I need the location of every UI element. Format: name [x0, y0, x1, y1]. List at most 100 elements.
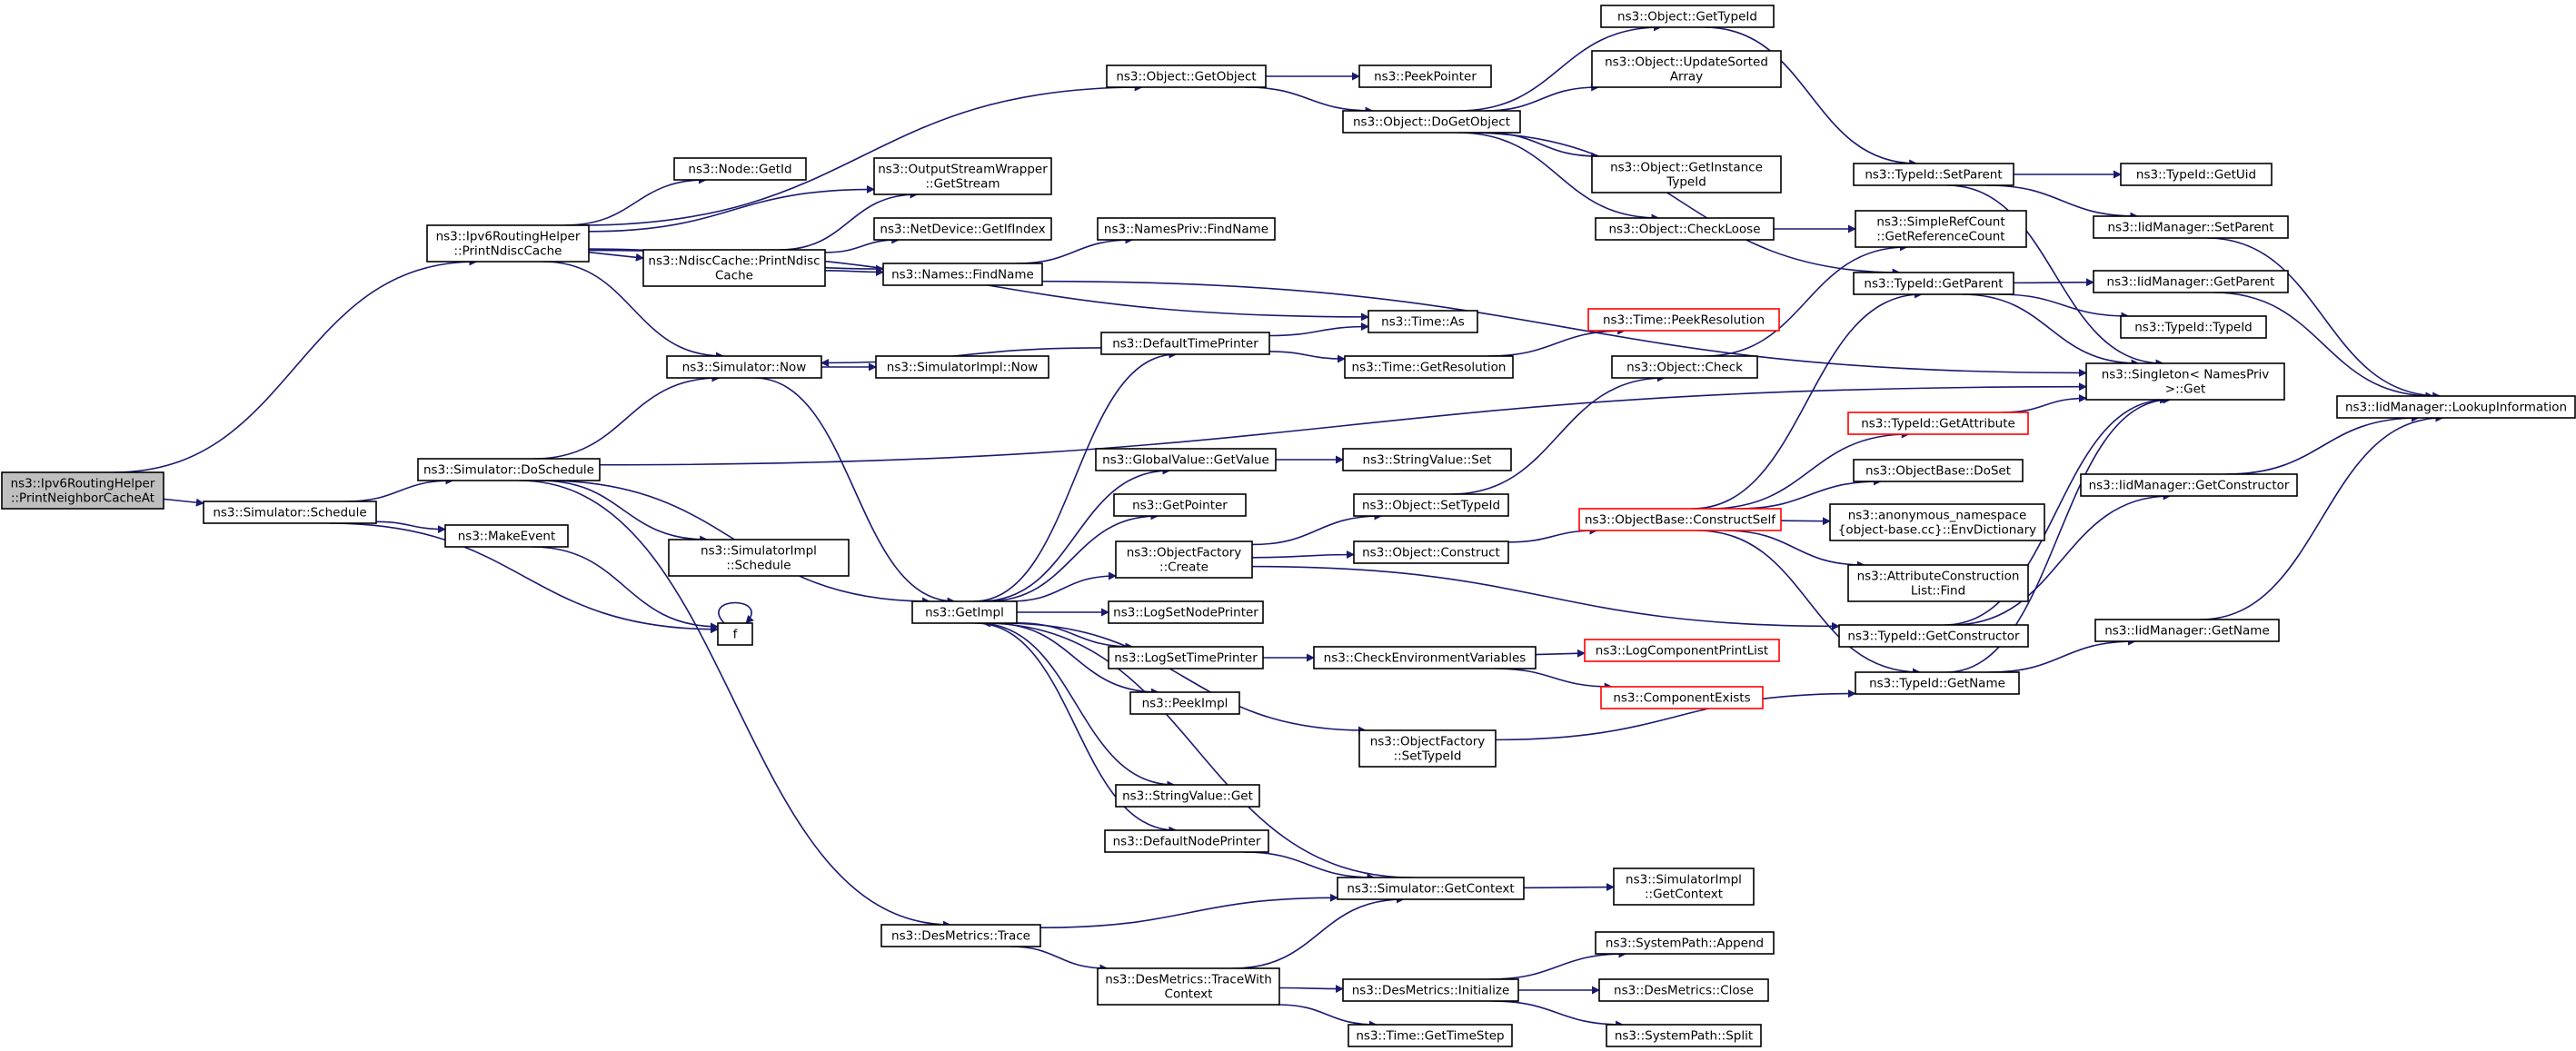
node-getPointer[interactable]: ns3::GetPointer [1113, 493, 1247, 517]
node-objBaseDoSet[interactable]: ns3::ObjectBase::DoSet [1853, 459, 2024, 482]
node-tidSetParent[interactable]: ns3::TypeId::SetParent [1853, 163, 2014, 186]
node-objCheck[interactable]: ns3::Object::Check [1611, 355, 1758, 379]
node-iidGetParent[interactable]: ns3::IidManager::GetParent [2093, 270, 2289, 293]
node-peekImpl[interactable]: ns3::PeekImpl [1129, 691, 1240, 715]
node-getObject[interactable]: ns3::Object::GetObject [1106, 64, 1267, 88]
node-box [1368, 310, 1478, 333]
node-logSetTime[interactable]: ns3::LogSetTimePrinter [1108, 646, 1264, 669]
node-anonEnv[interactable]: ns3::anonymous_namespace{object-base.cc}… [1829, 503, 2045, 541]
node-logCompPrint[interactable]: ns3::LogComponentPrintList [1584, 639, 1780, 662]
node-checkEnv[interactable]: ns3::CheckEnvironmentVariables [1313, 646, 1537, 669]
node-compExists[interactable]: ns3::ComponentExists [1600, 686, 1764, 709]
node-box [1108, 646, 1264, 669]
node-sysPathAppend[interactable]: ns3::SystemPath::Append [1595, 931, 1775, 955]
node-root[interactable]: ns3::Ipv6RoutingHelper::PrintNeighborCac… [1, 471, 164, 510]
node-getImpl[interactable]: ns3::GetImpl [911, 600, 1018, 624]
node-nodeGetId[interactable]: ns3::Node::GetId [673, 157, 807, 181]
node-logSetNode[interactable]: ns3::LogSetNodePrinter [1108, 600, 1264, 624]
call-edge-tidGetCons-to-iidGetCons [1952, 491, 2172, 626]
node-gvGetValue[interactable]: ns3::GlobalValue::GetValue [1095, 448, 1277, 471]
node-tidGetUid[interactable]: ns3::TypeId::GetUid [2120, 163, 2273, 186]
node-objSetTypeId[interactable]: ns3::Object::SetTypeId [1353, 493, 1509, 517]
node-iidGetCons[interactable]: ns3::IidManager::GetConstructor [2080, 473, 2298, 497]
node-ofSetTypeId[interactable]: ns3::ObjectFactory::SetTypeId [1358, 729, 1497, 768]
node-netDevIf[interactable]: ns3::NetDevice::GetIfIndex [873, 217, 1052, 241]
call-edge-iidGetParent-to-iidLookup [2213, 292, 2434, 401]
node-objGetTypeId[interactable]: ns3::Object::GetTypeId [1600, 5, 1775, 28]
node-box [1342, 448, 1512, 471]
node-label: {object-base.cc}::EnvDictionary [1838, 522, 2036, 537]
node-singletonGet[interactable]: ns3::Singleton< NamesPriv >::Get [2085, 362, 2285, 401]
node-box [911, 600, 1018, 624]
node-label: ns3::SystemPath::Append [1606, 936, 1764, 950]
call-edge-tidGetParent-to-tidTypeId [1998, 293, 2130, 321]
node-label: Cache [715, 268, 753, 283]
node-objBaseCS[interactable]: ns3::ObjectBase::ConstructSelf [1578, 508, 1782, 531]
call-edge-getImpl-to-strGet [978, 622, 1176, 789]
node-ndiscPrint[interactable]: ns3::NdiscCache::PrintNdiscCache [642, 249, 826, 287]
node-tidGetParent[interactable]: ns3::TypeId::GetParent [1853, 272, 2014, 295]
node-tidGetCons[interactable]: ns3::TypeId::GetConstructor [1838, 624, 2029, 648]
node-timeAs[interactable]: ns3::Time::As [1368, 310, 1478, 333]
node-timeGetRes[interactable]: ns3::Time::GetResolution [1344, 355, 1514, 379]
node-label: ns3::Object::SetTypeId [1362, 498, 1500, 512]
node-simNow[interactable]: ns3::Simulator::Now [666, 355, 822, 379]
node-ofCreate[interactable]: ns3::ObjectFactory::Create [1115, 540, 1253, 579]
node-box [2093, 270, 2289, 293]
node-desInit[interactable]: ns3::DesMetrics::Initialize [1342, 978, 1519, 1002]
node-simGetCtx[interactable]: ns3::Simulator::GetContext [1337, 877, 1525, 900]
node-defTimePrinter[interactable]: ns3::DefaultTimePrinter [1100, 332, 1270, 355]
node-objCheckLoose[interactable]: ns3::Object::CheckLoose [1595, 217, 1775, 241]
node-namesPrivFind[interactable]: ns3::NamesPriv::FindName [1097, 217, 1276, 241]
node-tidGetAttr[interactable]: ns3::TypeId::GetAttribute [1847, 411, 2029, 435]
node-namesFind[interactable]: ns3::Names::FindName [882, 263, 1043, 286]
node-label: ::SetTypeId [1394, 749, 1462, 763]
node-label: ns3::GetPointer [1132, 498, 1228, 512]
node-peekPointer[interactable]: ns3::PeekPointer [1358, 64, 1492, 88]
node-strGet[interactable]: ns3::StringValue::Get [1115, 784, 1260, 808]
node-simImplSchedule[interactable]: ns3::SimulatorImpl::Schedule [668, 539, 850, 577]
node-doGetObject[interactable]: ns3::Object::DoGetObject [1342, 110, 1521, 134]
node-label: ns3::TypeId::SetParent [1865, 167, 2002, 182]
node-sysPathSplit[interactable]: ns3::SystemPath::Split [1606, 1024, 1762, 1047]
node-simImplGetCtx[interactable]: ns3::SimulatorImpl::GetContext [1613, 868, 1755, 906]
node-schedule[interactable]: ns3::Simulator::Schedule [203, 501, 377, 524]
node-desTrace[interactable]: ns3::DesMetrics::Trace [880, 924, 1041, 947]
node-label: ns3::IidManager::GetName [2104, 623, 2270, 638]
node-doSchedule[interactable]: ns3::Simulator::DoSchedule [417, 458, 601, 481]
node-label: ns3::LogComponentPrintList [1596, 643, 1768, 658]
node-f[interactable]: f [717, 622, 753, 646]
node-objConstruct[interactable]: ns3::Object::Construct [1353, 540, 1509, 564]
node-label: ns3::Time::GetResolution [1351, 360, 1506, 374]
node-label: ns3::SimulatorImpl [701, 543, 817, 558]
node-defNodePrinter[interactable]: ns3::DefaultNodePrinter [1104, 829, 1269, 853]
call-edge-root-to-printNdisc [114, 257, 478, 473]
call-edge-desTrace-to-desTraceCtx [1010, 946, 1109, 973]
node-iidSetParent[interactable]: ns3::IidManager::SetParent [2093, 215, 2289, 239]
node-box [2120, 315, 2267, 339]
node-srcGetRef[interactable]: ns3::SimpleRefCount::GetReferenceCount [1855, 210, 2027, 248]
node-strSet[interactable]: ns3::StringValue::Set [1342, 448, 1512, 471]
call-edge-checkEnv-to-logCompPrint [1535, 649, 1586, 658]
node-makeEvent[interactable]: ns3::MakeEvent [444, 524, 569, 548]
node-tidGetName[interactable]: ns3::TypeId::GetName [1855, 671, 2020, 695]
node-desClose[interactable]: ns3::DesMetrics::Close [1598, 978, 1769, 1002]
node-label: ::GetReferenceCount [1876, 229, 2004, 243]
node-timeGetStep[interactable]: ns3::Time::GetTimeStep [1348, 1024, 1513, 1047]
node-printNdisc[interactable]: ns3::Ipv6RoutingHelper::PrintNdiscCache [426, 224, 590, 263]
node-iidGetName[interactable]: ns3::IidManager::GetName [2094, 619, 2280, 642]
node-simImplNow[interactable]: ns3::SimulatorImpl::Now [875, 355, 1049, 379]
node-label: ns3::TypeId::TypeId [2134, 320, 2253, 334]
node-box [1595, 217, 1775, 241]
node-ofGetStream[interactable]: ns3::OutputStreamWrapper::GetStream [873, 157, 1052, 195]
call-edge-ndiscPrint-to-netDevIf [824, 235, 900, 253]
call-edge-timeGetRes-to-timePeekRes [1487, 326, 1626, 357]
node-tidTypeId[interactable]: ns3::TypeId::TypeId [2120, 315, 2267, 339]
node-timePeekRes[interactable]: ns3::Time::PeekResolution [1587, 308, 1780, 332]
node-iidLookup[interactable]: ns3::IidManager::LookupInformation [2336, 395, 2576, 419]
node-label: ns3::Object::DoGetObject [1353, 114, 1510, 129]
